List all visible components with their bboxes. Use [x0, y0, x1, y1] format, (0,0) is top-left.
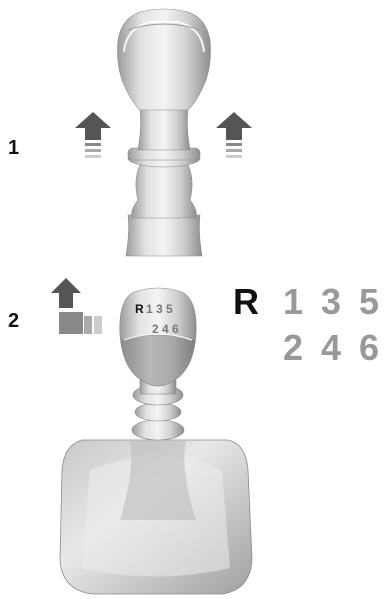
push-up-arrow-icon: [75, 112, 111, 158]
gear-legend-bottom-2: 2: [283, 327, 303, 368]
step-1-label: 1: [8, 137, 19, 159]
step-2-label: 2: [8, 310, 19, 332]
knob-top-gears: 1 3 5: [146, 302, 173, 316]
lever-1: [117, 8, 211, 257]
up-arrow-icon: [51, 278, 102, 334]
gear-legend-top-5: 5: [359, 281, 379, 322]
gear-legend-bottom-4: 4: [321, 327, 341, 368]
push-up-arrow-icon: [216, 112, 252, 158]
gear-legend-reverse: R: [233, 281, 259, 322]
gear-legend: R 1 3 5 2 4 6: [233, 281, 379, 368]
knob-bottom-gears: 2 4 6: [152, 322, 179, 336]
knob-reverse-label: R: [135, 302, 144, 316]
lever-2: [59, 287, 253, 595]
gear-legend-bottom-6: 6: [359, 327, 379, 368]
gear-legend-top-1: 1: [283, 281, 303, 322]
gear-legend-top-3: 3: [321, 281, 341, 322]
